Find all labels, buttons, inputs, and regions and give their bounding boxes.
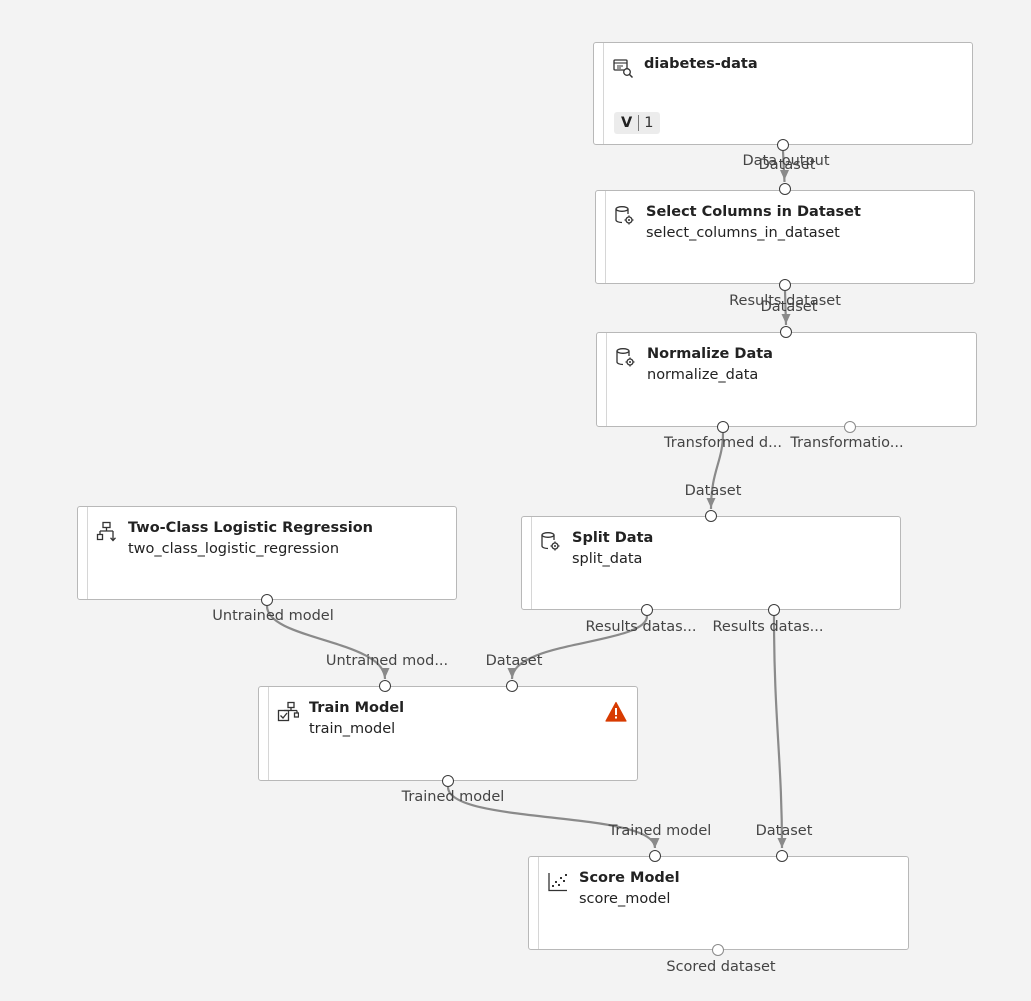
node-split-data[interactable]: Split Data split_data — [521, 516, 901, 610]
port-label-normalize-input: Dataset — [760, 299, 818, 315]
node-name: two_class_logistic_regression — [128, 541, 340, 557]
version-label: V — [614, 115, 640, 131]
node-score-model[interactable]: Score Model score_model — [528, 856, 909, 950]
dataset-icon — [612, 57, 634, 79]
node-title: Split Data — [572, 530, 654, 546]
port-label-train-input-dataset: Dataset — [485, 653, 543, 669]
port-normalize-output-transformed[interactable] — [717, 421, 729, 433]
node-title: Normalize Data — [647, 346, 773, 362]
port-diabetes-data-output[interactable] — [777, 139, 789, 151]
port-train-input-untrained[interactable] — [379, 680, 391, 692]
warning-icon[interactable] — [605, 701, 627, 723]
train-model-icon — [277, 701, 300, 723]
port-train-output[interactable] — [442, 775, 454, 787]
port-label-scored-dataset: Scored dataset — [666, 959, 776, 975]
tree-algorithm-icon — [96, 521, 118, 543]
node-title: Two-Class Logistic Regression — [128, 520, 373, 536]
database-gear-icon — [614, 205, 636, 227]
port-logistic-output[interactable] — [261, 594, 273, 606]
port-score-output[interactable] — [712, 944, 724, 956]
node-two-class-logistic-regression[interactable]: Two-Class Logistic Regression two_class_… — [77, 506, 457, 600]
database-gear-icon — [540, 531, 562, 553]
port-split-input[interactable] — [705, 510, 717, 522]
port-train-input-dataset[interactable] — [506, 680, 518, 692]
port-label-data-output: Data output — [742, 153, 830, 169]
node-name: select_columns_in_dataset — [646, 225, 840, 241]
scatter-chart-icon — [547, 871, 569, 893]
port-normalize-input[interactable] — [780, 326, 792, 338]
node-diabetes-data[interactable]: diabetes-data V 1 — [593, 42, 973, 145]
port-split-output-1[interactable] — [641, 604, 653, 616]
database-gear-icon — [615, 347, 637, 369]
port-split-output-2[interactable] — [768, 604, 780, 616]
node-select-columns[interactable]: Select Columns in Dataset select_columns… — [595, 190, 975, 284]
port-label-split-input: Dataset — [684, 483, 742, 499]
node-name: split_data — [572, 551, 643, 567]
port-label-score-input-trained: Trained model — [608, 823, 712, 839]
node-name: train_model — [309, 721, 396, 737]
port-select-columns-output[interactable] — [779, 279, 791, 291]
port-label-trained-model: Trained model — [401, 789, 505, 805]
port-score-input-dataset[interactable] — [776, 850, 788, 862]
port-label-transformation: Transformatio... — [790, 435, 904, 451]
port-select-columns-input[interactable] — [779, 183, 791, 195]
port-label-untrained-model: Untrained model — [212, 608, 334, 624]
port-label-results-dataset: Results dataset — [729, 293, 841, 309]
node-title: Train Model — [309, 700, 405, 716]
version-number: 1 — [644, 115, 654, 131]
node-title: Score Model — [579, 870, 680, 886]
node-name: score_model — [579, 891, 671, 907]
port-label-results-dataset-2: Results datas... — [712, 619, 824, 635]
node-title: diabetes-data — [644, 56, 758, 72]
port-label-train-input-untrained: Untrained mod... — [325, 653, 449, 669]
port-score-input-trained[interactable] — [649, 850, 661, 862]
port-label-transformed-dataset: Transformed d... — [664, 435, 782, 451]
port-label-score-input-dataset: Dataset — [755, 823, 813, 839]
node-name: normalize_data — [647, 367, 759, 383]
version-badge[interactable]: V 1 — [614, 112, 661, 134]
port-label-results-dataset-1: Results datas... — [585, 619, 697, 635]
node-normalize-data[interactable]: Normalize Data normalize_data — [596, 332, 977, 427]
node-title: Select Columns in Dataset — [646, 204, 861, 220]
port-label-select-input: Dataset — [758, 157, 816, 173]
node-train-model[interactable]: Train Model train_model — [258, 686, 638, 781]
port-normalize-output-transformation[interactable] — [844, 421, 856, 433]
edge-split-to-score[interactable] — [772, 615, 784, 849]
